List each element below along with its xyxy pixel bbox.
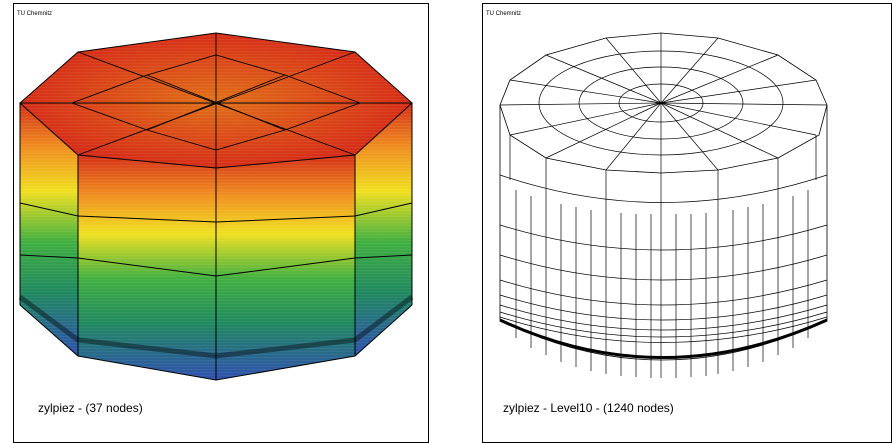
- figure-caption: zylpiez - (37 nodes): [38, 401, 143, 415]
- colored-mesh-figure: [18, 32, 414, 381]
- brand-label: TU Chemnitz: [17, 11, 53, 17]
- refined-mesh-panel: TU Chemnitz: [446, 0, 892, 443]
- brand-label: TU Chemnitz: [486, 11, 522, 17]
- wireframe-mesh-figure: [499, 32, 828, 378]
- figure-caption: zylpiez - Level10 - (1240 nodes): [503, 401, 674, 415]
- coarse-mesh-panel: TU Chemnitz: [0, 0, 446, 443]
